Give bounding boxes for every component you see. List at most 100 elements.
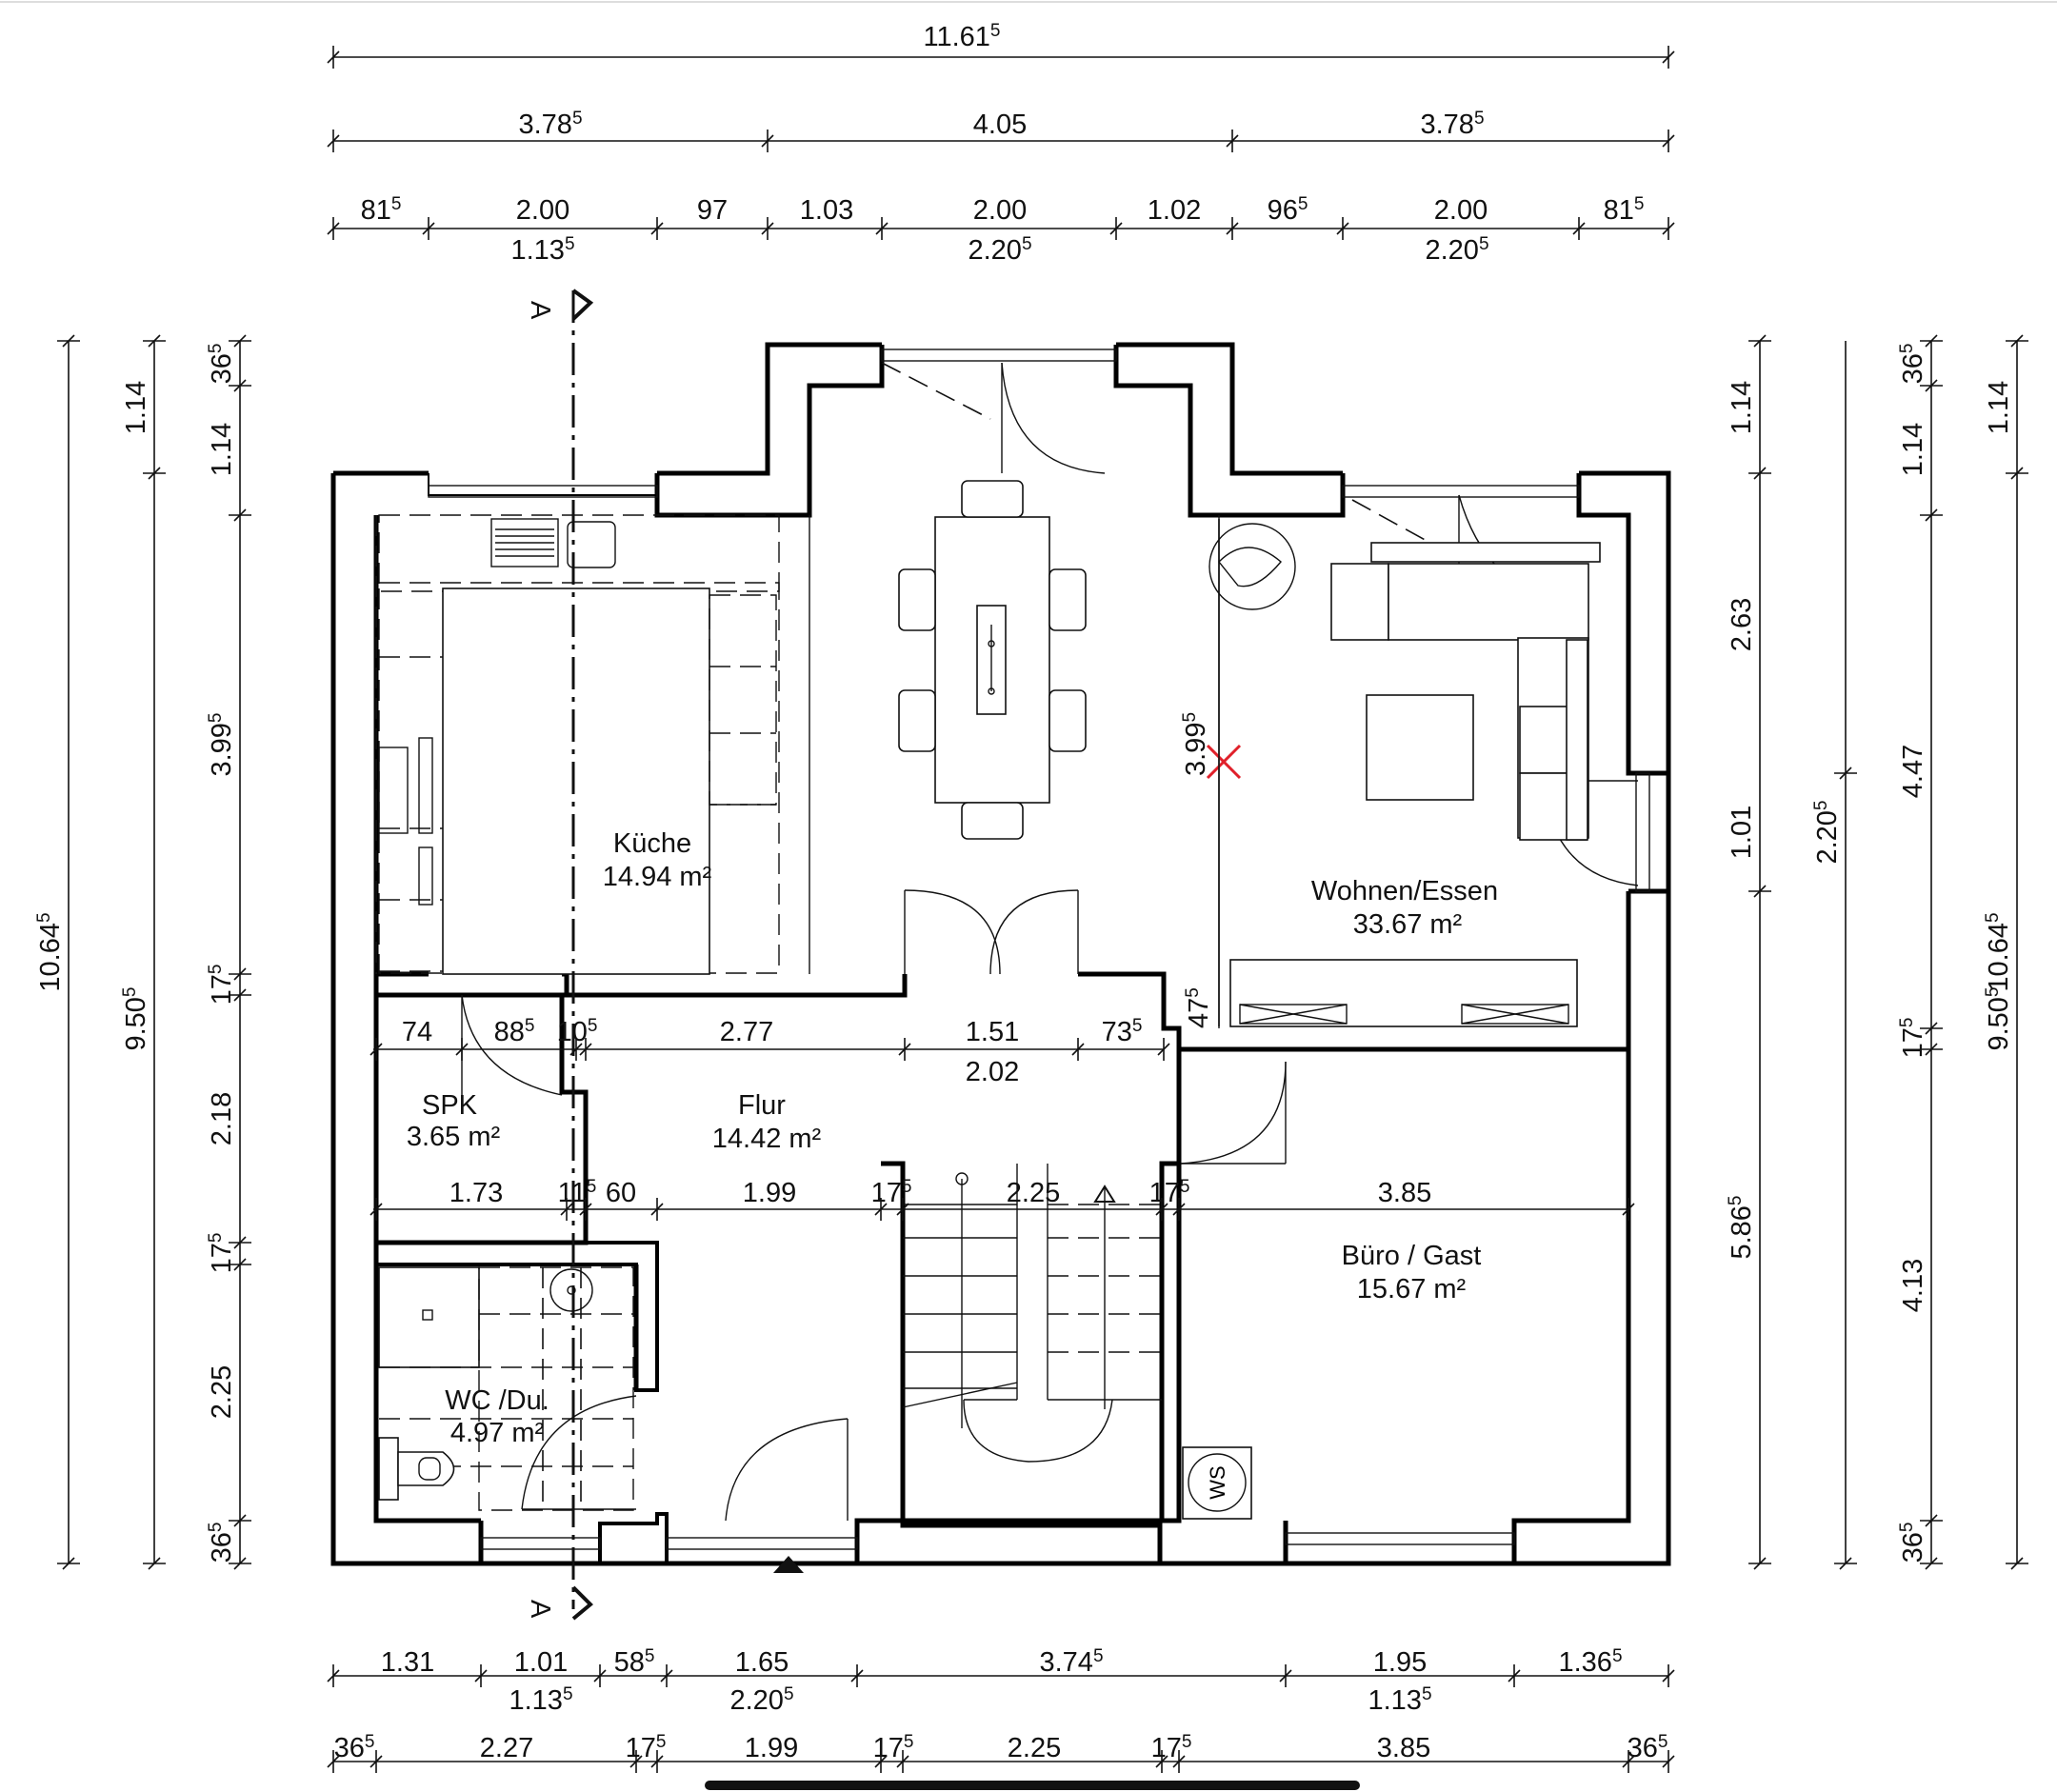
dim-right-b: 2.205 xyxy=(1811,800,1843,864)
dim-right-a: 2.63 xyxy=(1727,598,1757,651)
dim-top-fine: 1.02 xyxy=(1148,195,1201,226)
dim-bottom-a: 1.365 xyxy=(1558,1646,1622,1678)
dim-right-c: 365 xyxy=(1897,1523,1928,1563)
left-dimensions: 10.6451.149.5053651.143.9951752.181752.2… xyxy=(34,334,251,1570)
dim-bottom-c: 175 xyxy=(873,1732,914,1763)
top-dimensions: 11.615 3.785 4.05 3.785 815 2.00 97 1.03 2.00 1… xyxy=(327,21,1675,266)
dim-living-small: 475 xyxy=(1183,987,1214,1028)
dim-top-fine: 2.00 xyxy=(1434,195,1488,226)
dim-top-sub: 2.205 xyxy=(1425,234,1488,266)
dim-right-d: 1.14 xyxy=(1984,381,2014,434)
room-kueche-name: Küche xyxy=(613,828,691,859)
room-flur-area: 14.42 m² xyxy=(712,1124,822,1154)
dim-interior-row2: 3.85 xyxy=(1378,1178,1431,1208)
dim-top-mid: 3.785 xyxy=(1420,109,1484,140)
dim-bottom-b: 1.135 xyxy=(509,1684,572,1716)
dim-right-a: 5.865 xyxy=(1726,1195,1757,1259)
dim-interior-row1: 105 xyxy=(557,1016,598,1047)
dim-left-inner: 365 xyxy=(206,344,237,385)
dim-bottom-a: 1.65 xyxy=(735,1647,789,1678)
dim-bottom-c: 1.99 xyxy=(745,1733,798,1763)
dim-interior-row1: 1.51 xyxy=(966,1017,1019,1047)
dim-interior-202: 2.02 xyxy=(966,1057,1019,1087)
section-axis-a: A A xyxy=(525,289,594,1621)
dim-interior-row1: 735 xyxy=(1102,1016,1143,1047)
stairs xyxy=(902,1164,1162,1463)
dim-left-inner: 2.25 xyxy=(207,1365,237,1419)
svg-text:WS: WS xyxy=(1206,1465,1229,1499)
windows xyxy=(428,348,1650,1550)
dim-bottom-b: 1.135 xyxy=(1368,1684,1431,1716)
dim-right-c: 4.13 xyxy=(1898,1259,1928,1312)
room-spk-area: 3.65 m² xyxy=(407,1122,501,1152)
dim-right-c: 1.14 xyxy=(1898,423,1928,476)
dim-top-fine: 815 xyxy=(1604,194,1645,226)
dim-interior-row1: 885 xyxy=(494,1016,535,1047)
dim-top-fine: 815 xyxy=(361,194,402,226)
dim-left-mid: 9.505 xyxy=(120,986,151,1050)
dim-bottom-a: 1.31 xyxy=(381,1647,434,1678)
dim-right-d: 9.505 xyxy=(1983,986,2014,1050)
dim-right-c: 175 xyxy=(1897,1018,1928,1059)
right-dimensions: 1.14 2.63 1.01 5.865 2.205 365 1.14 4.47 175 4.13… xyxy=(1726,334,2028,1570)
dim-top-total: 11.615 xyxy=(924,21,1001,52)
room-buero-name: Büro / Gast xyxy=(1342,1241,1482,1271)
dim-interior-row2: 175 xyxy=(1149,1177,1190,1208)
dim-top-sub: 2.205 xyxy=(968,234,1031,266)
dim-top-fine: 2.00 xyxy=(516,195,569,226)
room-wc-name: WC /Du. xyxy=(445,1385,549,1416)
dim-interior-row2: 175 xyxy=(871,1177,912,1208)
room-labels: Küche 14.94 m² Wohnen/Essen 33.67 m² SPK… xyxy=(407,828,1498,1448)
dim-bottom-c: 2.25 xyxy=(1008,1733,1061,1763)
dim-interior-row2: 1.99 xyxy=(743,1178,796,1208)
dim-left-inner: 3.995 xyxy=(206,712,237,776)
dim-top-fine: 97 xyxy=(697,195,728,226)
dining-table xyxy=(898,480,1087,840)
living-furniture xyxy=(1206,515,1601,1028)
ws-symbol: WS xyxy=(1182,1446,1252,1520)
dim-top-mid: 3.785 xyxy=(518,109,582,140)
dim-bottom-c: 2.27 xyxy=(480,1733,533,1763)
dim-top-mid: 4.05 xyxy=(973,110,1027,140)
dim-living-vertical: 3.995 xyxy=(1180,712,1211,776)
dim-right-a: 1.14 xyxy=(1727,381,1757,434)
kitchen-furniture xyxy=(375,514,810,975)
dim-interior-row1: 2.77 xyxy=(720,1017,773,1047)
section-label-bottom: A xyxy=(525,1600,555,1619)
section-label-top: A xyxy=(525,301,555,320)
reference-x-icon xyxy=(1206,744,1242,780)
room-kueche-area: 14.94 m² xyxy=(603,862,712,892)
dim-left-inner: 365 xyxy=(206,1523,237,1563)
dim-left-outer: 10.645 xyxy=(34,912,66,991)
entrance-arrow-icon xyxy=(773,1556,804,1573)
wc-furniture xyxy=(378,1266,634,1511)
dim-top-fine: 965 xyxy=(1268,194,1308,226)
dim-left-inner: 1.14 xyxy=(207,423,237,476)
dim-right-outer: 10.645 xyxy=(1983,912,2014,991)
dim-interior-row2: 115 xyxy=(558,1177,597,1208)
room-wohnen-name: Wohnen/Essen xyxy=(1311,876,1498,906)
dim-left-mid: 1.14 xyxy=(121,381,151,434)
dim-top-fine: 1.03 xyxy=(800,195,853,226)
dim-interior-row2: 1.73 xyxy=(449,1178,503,1208)
dim-bottom-a: 1.01 xyxy=(514,1647,568,1678)
dim-right-c: 4.47 xyxy=(1898,745,1928,798)
dim-interior-row1: 74 xyxy=(402,1017,432,1047)
room-wc-area: 4.97 m² xyxy=(450,1418,545,1448)
dim-bottom-c: 175 xyxy=(626,1732,667,1763)
room-flur-name: Flur xyxy=(738,1090,786,1121)
dim-bottom-a: 3.745 xyxy=(1039,1646,1103,1678)
home-indicator[interactable] xyxy=(705,1781,1360,1790)
dim-bottom-c: 365 xyxy=(334,1732,375,1763)
dim-bottom-c: 3.85 xyxy=(1377,1733,1430,1763)
dim-bottom-a: 585 xyxy=(614,1646,655,1678)
room-spk-name: SPK xyxy=(422,1090,478,1121)
dim-top-sub: 1.135 xyxy=(510,234,574,266)
dim-right-a: 1.01 xyxy=(1727,806,1757,859)
dim-bottom-b: 2.205 xyxy=(729,1684,793,1716)
dim-bottom-c: 365 xyxy=(1628,1732,1668,1763)
dim-interior-row2: 2.25 xyxy=(1007,1178,1060,1208)
dim-left-inner: 2.18 xyxy=(207,1092,237,1145)
